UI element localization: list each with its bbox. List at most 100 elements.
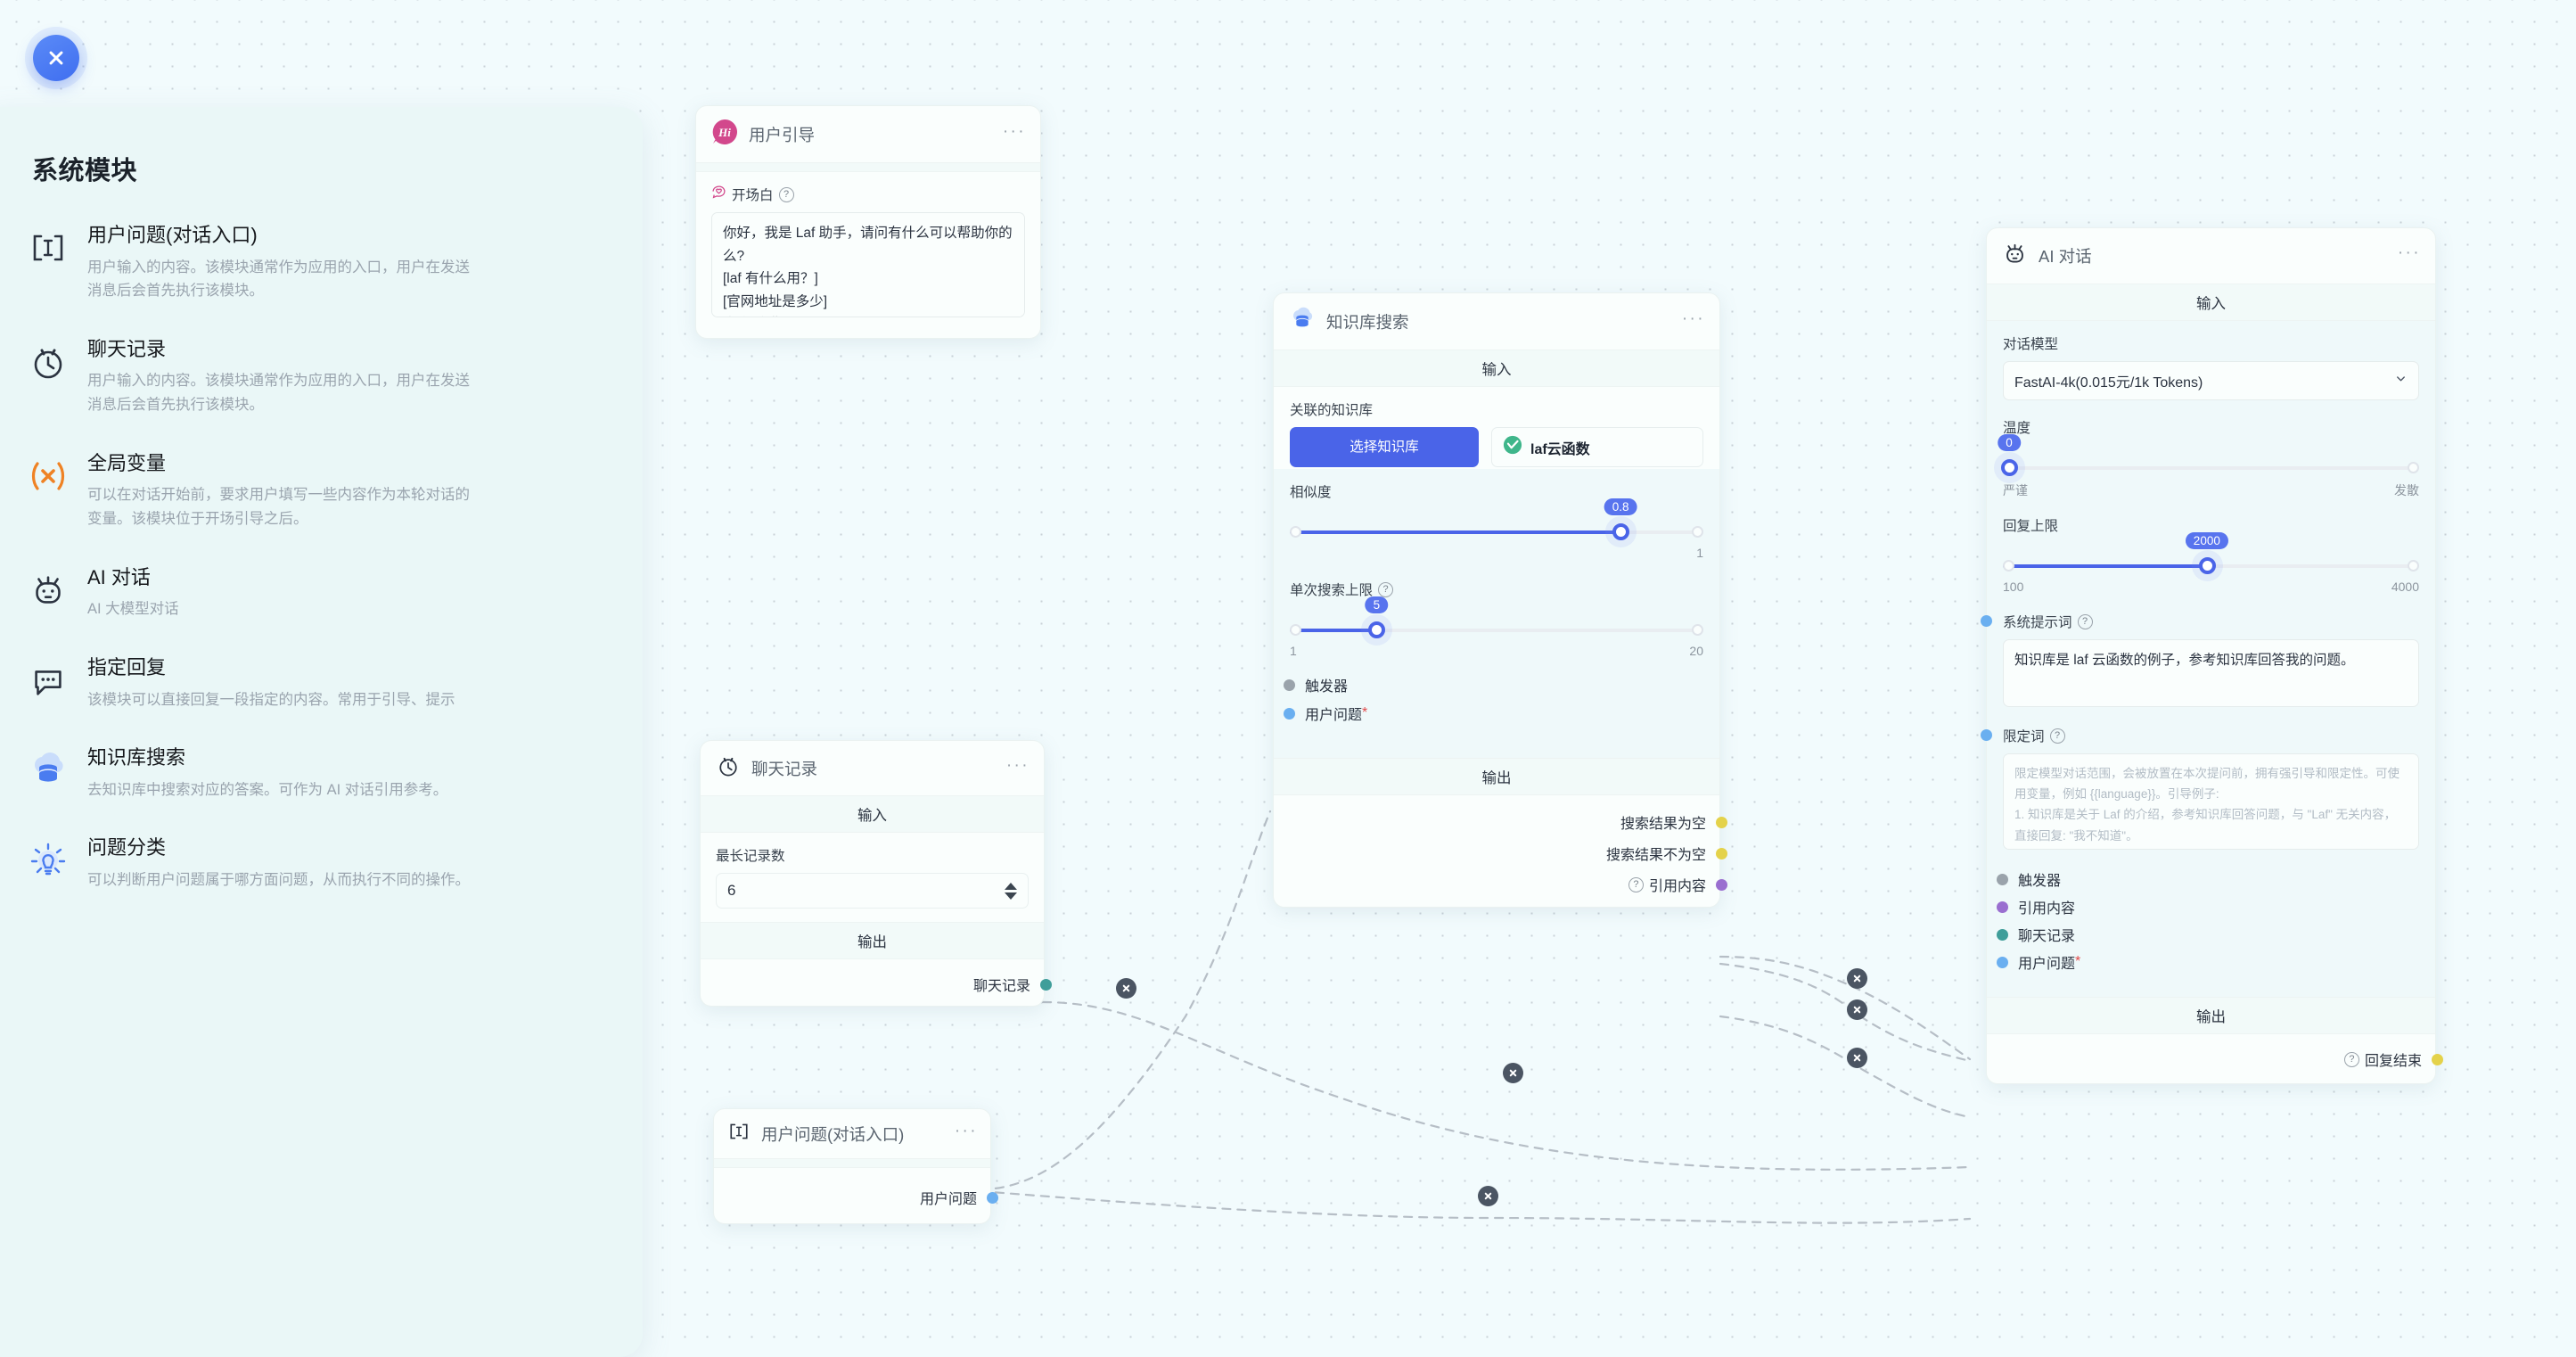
node-menu-button[interactable]: ··· — [2397, 243, 2421, 262]
search-limit-max-tick: 20 — [1689, 644, 1703, 658]
node-header[interactable]: AI 对话 ··· — [1987, 228, 2435, 284]
node-header[interactable]: Hi 用户引导 ··· — [696, 106, 1040, 162]
port-dot[interactable] — [1997, 873, 2008, 885]
module-title: 指定回复 — [87, 656, 167, 679]
system-prompt-textarea[interactable] — [2003, 639, 2419, 707]
port-dot[interactable] — [1040, 978, 1052, 991]
stepper-down-icon[interactable] — [1005, 892, 1017, 900]
port-dot[interactable] — [1284, 707, 1295, 720]
port-dot[interactable] — [987, 1191, 998, 1204]
help-icon[interactable]: ? — [2343, 1051, 2359, 1067]
input-band: 输入 — [701, 795, 1044, 833]
module-desc: 用户输入的内容。该模块通常作为应用的入口，用户在发送消息后会首先执行该模块。 — [87, 373, 470, 414]
help-icon[interactable]: ? — [2049, 728, 2065, 744]
node-header[interactable]: 知识库搜索 ··· — [1274, 293, 1719, 350]
slider-knob[interactable] — [1612, 523, 1630, 540]
port-dot[interactable] — [1716, 878, 1727, 891]
port-dot[interactable] — [2432, 1053, 2443, 1065]
node-user-question[interactable]: 用户问题(对话入口) ··· 用户问题 — [713, 1108, 998, 1224]
port-dot[interactable] — [1284, 678, 1295, 691]
node-menu-button[interactable]: ··· — [1005, 755, 1030, 775]
node-menu-button[interactable]: ··· — [1002, 121, 1026, 141]
port-dot[interactable] — [1997, 928, 2008, 941]
dataset-chip-laf[interactable]: laf云函数 — [1491, 427, 1703, 467]
help-icon[interactable]: ? — [1628, 876, 1644, 892]
slider-track — [2003, 466, 2419, 470]
help-icon[interactable]: ? — [778, 186, 794, 202]
edge-delete-4[interactable] — [1847, 968, 1867, 989]
node-chat-history[interactable]: 聊天记录 ··· 输入 最长记录数 6 输出 聊天记录 — [700, 740, 1052, 1007]
port-out-finish[interactable]: ? 回复结束 — [2343, 1049, 2443, 1070]
select-dataset-button[interactable]: 选择知识库 — [1290, 427, 1479, 467]
module-title: 聊天记录 — [87, 337, 167, 360]
port-out-chat-history[interactable]: 聊天记录 — [973, 974, 1052, 995]
similarity-ticks: 1 — [1290, 546, 1703, 563]
node-user-guide[interactable]: Hi 用户引导 ··· 开场白 ? — [695, 105, 1041, 339]
model-select[interactable]: FastAI-4k(0.015元/1k Tokens) — [2003, 361, 2419, 400]
node-menu-button[interactable]: ··· — [954, 1121, 978, 1140]
edge-delete-6[interactable] — [1847, 1048, 1867, 1068]
port-in-user-question[interactable]: 用户问题 * — [1284, 703, 1367, 724]
port-in-chat-history[interactable]: 聊天记录 — [1997, 924, 2075, 945]
help-icon[interactable]: ? — [1378, 581, 1394, 597]
port-label: 回复结束 — [2364, 1054, 2422, 1069]
node-header[interactable]: 用户问题(对话入口) ··· — [714, 1109, 990, 1158]
similarity-slider[interactable]: 0.8 — [1290, 498, 1703, 546]
port-label: 触发器 — [1305, 679, 1349, 695]
slider-knob[interactable] — [1368, 621, 1386, 638]
module-item-ai-chat[interactable]: AI 对话 AI 大模型对话 — [0, 546, 643, 636]
port-dot-system-prompt[interactable] — [1981, 615, 1992, 627]
database-cloud-icon — [1288, 305, 1317, 338]
port-in-trigger[interactable]: 触发器 — [1997, 868, 2061, 890]
edge-delete-1[interactable] — [1116, 978, 1136, 999]
close-icon — [49, 51, 63, 65]
port-out-user-question[interactable]: 用户问题 — [919, 1187, 998, 1208]
hi-badge-icon: Hi — [710, 118, 739, 151]
number-stepper[interactable] — [1005, 882, 1017, 900]
output-band: 输出 — [1987, 997, 2435, 1034]
port-out-empty-result[interactable]: 搜索结果为空 — [1620, 811, 1727, 833]
temperature-slider[interactable]: 0 — [1998, 434, 2419, 481]
port-dot-qualifier[interactable] — [1981, 729, 1992, 741]
port-out-quote[interactable]: ? 引用内容 — [1628, 874, 1727, 895]
module-item-kb-search[interactable]: 知识库搜索 去知识库中搜索对应的答案。可作为 AI 对话引用参考。 — [0, 726, 643, 816]
edge-delete-5[interactable] — [1847, 999, 1867, 1020]
port-label: 用户问题 — [919, 1192, 977, 1207]
help-icon[interactable]: ? — [2077, 613, 2093, 629]
node-header[interactable]: 聊天记录 ··· — [701, 741, 1044, 795]
search-limit-ticks: 1 20 — [1290, 644, 1703, 662]
node-divider-band — [714, 1158, 990, 1168]
max-tokens-max-tick: 4000 — [2391, 580, 2419, 594]
port-in-trigger[interactable]: 触发器 — [1284, 674, 1349, 695]
slider-fill — [1290, 629, 1377, 632]
node-menu-button[interactable]: ··· — [1681, 308, 1705, 328]
max-tokens-slider[interactable]: 2000 — [2003, 532, 2419, 580]
module-item-chat-history[interactable]: 聊天记录 用户输入的内容。该模块通常作为应用的入口，用户在发送消息后会首先执行该… — [0, 317, 643, 432]
port-dot[interactable] — [1997, 956, 2008, 968]
welcome-text-textarea[interactable] — [711, 212, 1025, 317]
port-dot[interactable] — [1716, 816, 1727, 828]
module-title: 问题分类 — [87, 836, 167, 859]
node-ai-chat[interactable]: AI 对话 ··· 输入 对话模型 FastAI-4k(0.015元/1k To… — [1981, 227, 2443, 1084]
slider-knob[interactable] — [2198, 557, 2216, 574]
search-limit-slider[interactable]: 5 — [1290, 596, 1703, 644]
module-item-question-classify[interactable]: 问题分类 可以判断用户问题属于哪方面问题，从而执行不同的操作。 — [0, 816, 643, 906]
qualifier-textarea[interactable] — [2003, 753, 2419, 850]
stepper-up-icon[interactable] — [1005, 882, 1017, 890]
max-records-input[interactable]: 6 — [716, 873, 1029, 909]
slider-knob[interactable] — [2001, 459, 2018, 476]
port-in-quote[interactable]: 引用内容 — [1997, 896, 2075, 917]
port-out-not-empty-result[interactable]: 搜索结果不为空 — [1606, 843, 1727, 864]
close-panel-button[interactable] — [33, 35, 79, 81]
port-in-user-question[interactable]: 用户问题 * — [1997, 951, 2080, 973]
text-cursor-icon — [20, 218, 77, 278]
port-dot[interactable] — [1997, 901, 2008, 913]
module-item-global-variable[interactable]: 全局变量 可以在对话开始前，要求用户填写一些内容作为本轮对话的变量。该模块位于开… — [0, 432, 643, 546]
edge-delete-2[interactable] — [1503, 1063, 1523, 1083]
edge-delete-3[interactable] — [1478, 1186, 1498, 1206]
module-item-user-question[interactable]: 用户问题(对话入口) 用户输入的内容。该模块通常作为应用的入口，用户在发送消息后… — [0, 203, 643, 317]
port-dot[interactable] — [1716, 847, 1727, 859]
module-item-specified-reply[interactable]: 指定回复 该模块可以直接回复一段指定的内容。常用于引导、提示 — [0, 636, 643, 726]
node-kb-search[interactable]: 知识库搜索 ··· 输入 关联的知识库 选择知识库 laf云函数 相似度 — [1273, 292, 1727, 908]
module-desc: 用户输入的内容。该模块通常作为应用的入口，用户在发送消息后会首先执行该模块。 — [87, 259, 470, 300]
